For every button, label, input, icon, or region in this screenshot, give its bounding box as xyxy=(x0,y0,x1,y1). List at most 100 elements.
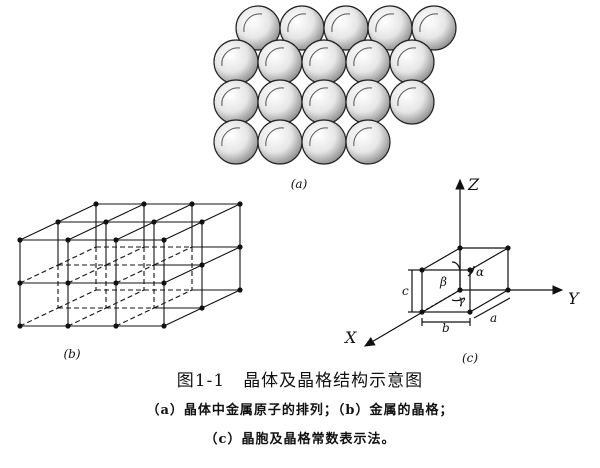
lattice-point xyxy=(65,280,71,286)
lattice-edge xyxy=(105,203,145,223)
atom-sphere-shading xyxy=(309,87,329,107)
lattice-point xyxy=(93,201,99,207)
edge-b-label: b xyxy=(442,321,450,335)
space-lattice-panel xyxy=(17,201,243,329)
lattice-edge xyxy=(67,307,107,327)
lattice-edge xyxy=(57,203,97,223)
unit-cell-panel xyxy=(363,178,564,347)
atom-sphere-shading xyxy=(375,13,395,33)
lattice-point xyxy=(161,323,167,329)
lattice-point xyxy=(141,201,147,207)
lattice-point xyxy=(113,280,119,286)
figure-caption-line-1: （a）晶体中金属原子的排列；（b）金属的晶格； xyxy=(146,403,454,418)
lattice-point xyxy=(189,201,195,207)
lattice-point xyxy=(17,280,23,286)
unit-cell-box xyxy=(408,247,511,326)
atom-sphere xyxy=(345,39,391,85)
lattice-edge xyxy=(201,203,241,223)
atom-sphere xyxy=(389,39,435,85)
lattice-edge xyxy=(67,264,107,284)
atom-sphere xyxy=(257,119,303,165)
panel-a-label: (a) xyxy=(291,177,308,191)
x-axis-label: X xyxy=(343,328,357,347)
lattice-edge xyxy=(201,289,241,309)
lattice-point xyxy=(65,237,71,243)
lattice-point xyxy=(113,323,119,329)
figure-caption-line-2: （c）晶胞及晶格常数表示法。 xyxy=(204,432,396,447)
atom-sphere xyxy=(213,119,259,165)
lattice-edge xyxy=(115,307,155,327)
edge-a-label: a xyxy=(490,311,497,325)
atom-sphere xyxy=(345,119,391,165)
lattice-edge xyxy=(57,289,97,309)
alpha-label: α xyxy=(476,265,484,279)
edge-c-label: c xyxy=(402,284,409,298)
lattice-edge xyxy=(201,246,241,266)
lattice-point xyxy=(237,287,243,293)
atom-sphere-shading xyxy=(309,127,329,147)
atom-sphere xyxy=(301,79,347,125)
atom-sphere xyxy=(389,79,435,125)
atom-sphere-shading xyxy=(265,127,285,147)
atom-sphere-shading xyxy=(265,87,285,107)
atom-sphere xyxy=(345,79,391,125)
lattice-edge xyxy=(163,221,203,241)
lattice-edge xyxy=(153,203,193,223)
atom-sphere xyxy=(411,5,457,51)
lattice-point xyxy=(55,219,61,225)
lattice-point xyxy=(199,305,205,311)
lattice-edge xyxy=(163,307,203,327)
lattice-edge xyxy=(19,221,59,241)
lattice-edge xyxy=(19,264,59,284)
unit-cell-lattice-points xyxy=(419,245,511,315)
lattice-point xyxy=(199,219,205,225)
beta-label: β xyxy=(439,275,447,289)
atom-sphere-shading xyxy=(397,47,417,67)
atom-sphere-shading xyxy=(287,13,307,33)
lattice-point xyxy=(237,244,243,250)
lattice-edge xyxy=(115,221,155,241)
z-axis-label: Z xyxy=(467,175,480,194)
panel-c-label: (c) xyxy=(462,351,478,365)
lattice-edge xyxy=(19,307,59,327)
atom-sphere xyxy=(257,39,303,85)
lattice-point xyxy=(17,237,23,243)
lattice-edge xyxy=(153,246,193,266)
lattice-edge xyxy=(67,221,107,241)
lattice-point xyxy=(237,201,243,207)
atom-sphere-shading xyxy=(397,87,417,107)
lattice-edge xyxy=(105,289,145,309)
atom-sphere-shading xyxy=(243,13,263,33)
panel-b-label: (b) xyxy=(63,347,80,361)
atom-sphere-shading xyxy=(221,47,241,67)
atom-sphere-shading xyxy=(309,47,329,67)
atom-sphere-shading xyxy=(353,47,373,67)
lattice-edge xyxy=(163,264,203,284)
lattice-point xyxy=(103,219,109,225)
atom-sphere xyxy=(213,79,259,125)
lattice-point xyxy=(161,237,167,243)
lattice-edge xyxy=(105,246,145,266)
lattice-edge xyxy=(115,264,155,284)
atom-sphere xyxy=(213,39,259,85)
lattice-point xyxy=(17,323,23,329)
lattice-point xyxy=(151,219,157,225)
lattice-point xyxy=(113,237,119,243)
atom-packing-panel xyxy=(213,5,457,165)
atom-sphere xyxy=(257,79,303,125)
atom-sphere-shading xyxy=(353,127,373,147)
lattice-edge xyxy=(153,289,193,309)
atom-sphere xyxy=(301,39,347,85)
atom-sphere-shading xyxy=(221,87,241,107)
lattice-edge xyxy=(57,246,97,266)
atom-sphere-shading xyxy=(419,13,439,33)
lattice-point xyxy=(199,262,205,268)
atom-sphere-shading xyxy=(353,87,373,107)
atom-sphere-shading xyxy=(221,127,241,147)
gamma-label: γ xyxy=(458,293,466,307)
lattice-point xyxy=(161,280,167,286)
atom-sphere-shading xyxy=(331,13,351,33)
atom-sphere-shading xyxy=(265,47,285,67)
